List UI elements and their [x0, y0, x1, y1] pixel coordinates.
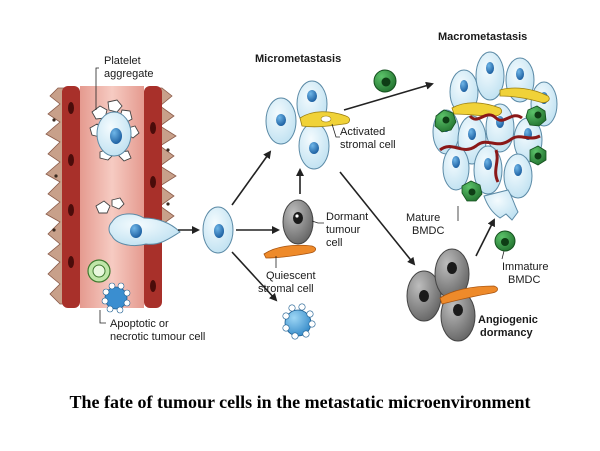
quiescent-stromal-cell — [263, 244, 316, 259]
label-dormant-3: cell — [326, 237, 343, 249]
apoptotic-cell-in-vessel — [87, 259, 131, 314]
label-angiogenic-2: dormancy — [480, 327, 533, 339]
label-apoptotic-1: Apoptotic or — [110, 318, 169, 330]
label-activated-2: stromal cell — [340, 139, 396, 151]
label-platelet-1: Platelet — [104, 55, 141, 67]
leader-lines — [95, 67, 505, 324]
label-angiogenic-1: Angiogenic — [478, 314, 538, 326]
label-immature-1: Immature — [502, 261, 548, 273]
arrows — [178, 81, 495, 302]
label-dormant-2: tumour — [326, 224, 361, 236]
platelet-aggregate — [89, 99, 140, 162]
label-activated-1: Activated — [340, 126, 385, 138]
label-macrometastasis: Macrometastasis — [438, 31, 527, 43]
label-micrometastasis: Micrometastasis — [255, 53, 341, 65]
label-immature-2: BMDC — [508, 274, 540, 286]
circulating-bmdc — [373, 69, 397, 93]
angiogenic-dormancy-cluster — [406, 248, 498, 342]
disseminated-tumour-cell — [202, 206, 234, 254]
dormant-tumour-cell — [282, 199, 314, 245]
label-quiescent-1: Quiescent — [266, 270, 316, 282]
macrometastasis-cluster — [432, 51, 558, 221]
label-platelet-2: aggregate — [104, 68, 154, 80]
figure-caption: The fate of tumour cells in the metastat… — [69, 392, 531, 412]
label-apoptotic-2: necrotic tumour cell — [110, 331, 205, 343]
immature-bmdc — [494, 230, 516, 252]
apoptotic-tumour-cell — [282, 303, 316, 340]
micrometastasis-cluster — [265, 80, 350, 170]
label-mature-1: Mature — [406, 212, 440, 224]
extravasating-tumour-cell — [95, 197, 181, 247]
label-quiescent-2: stromal cell — [258, 283, 314, 295]
label-dormant-1: Dormant — [326, 211, 368, 223]
label-mature-2: BMDC — [412, 225, 444, 237]
labels: Platelet aggregate Micrometastasis Macro… — [104, 31, 548, 343]
